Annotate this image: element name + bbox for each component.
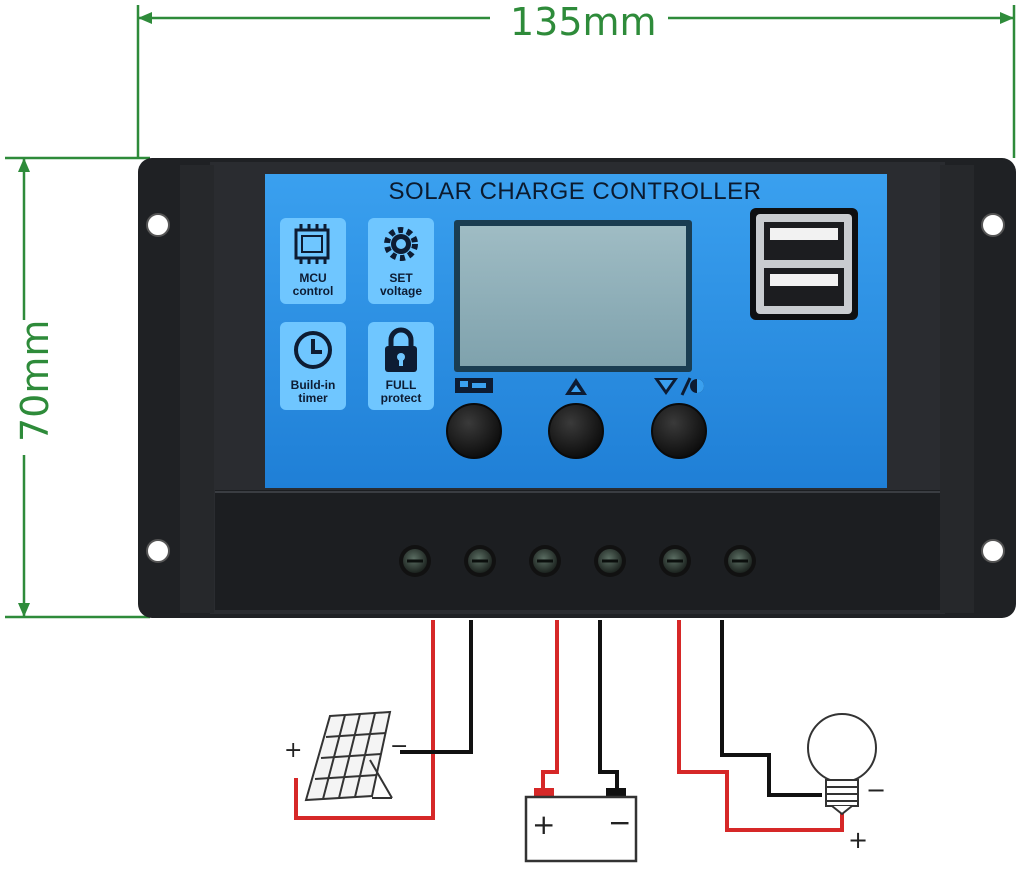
- load-positive-wire: [677, 620, 844, 832]
- solar-positive-wire: [294, 620, 435, 820]
- feature-label-set: SET voltage: [368, 272, 434, 298]
- feature-tile-set: [368, 218, 434, 304]
- feature-line: protect: [380, 391, 422, 405]
- feature-tile-mcu: [280, 218, 346, 304]
- feature-line: Build-in: [290, 378, 336, 392]
- battery-positive-wire: [541, 620, 559, 790]
- usb-port-block: [750, 208, 858, 320]
- height-dimension-label: 70mm: [13, 319, 57, 442]
- feature-line: control: [292, 284, 334, 298]
- clock-icon: [294, 331, 332, 369]
- up-button[interactable]: [548, 403, 604, 459]
- terminal-screw: [529, 545, 561, 577]
- terminal-screw: [594, 545, 626, 577]
- down-arrow-icon: [654, 377, 704, 396]
- menu-button[interactable]: [446, 403, 502, 459]
- solar-minus-sign: −: [390, 734, 409, 759]
- feature-line: FULL: [385, 378, 417, 392]
- height-dimension: [5, 156, 150, 619]
- feature-line: MCU: [299, 271, 327, 285]
- feature-line: timer: [298, 391, 328, 405]
- mounting-hole: [981, 539, 1005, 563]
- width-dimension-label: 135mm: [510, 0, 657, 44]
- usb-port: [764, 268, 844, 306]
- wiring: [294, 620, 844, 832]
- mounting-hole: [146, 213, 170, 237]
- battery-minus-sign: −: [608, 806, 632, 839]
- gear-icon: [384, 227, 418, 261]
- chip-icon: [294, 224, 330, 264]
- feature-tile-protect: [368, 322, 434, 410]
- battery-icon: [524, 788, 638, 863]
- terminal-screw: [724, 545, 756, 577]
- terminal-screw: [659, 545, 691, 577]
- width-dimension: [136, 5, 1016, 158]
- feature-label-mcu: MCU control: [280, 272, 346, 298]
- menu-icon: [455, 378, 493, 393]
- feature-label-protect: FULL protect: [368, 379, 434, 405]
- battery-negative-wire: [598, 620, 619, 790]
- usb-port: [764, 222, 844, 260]
- mounting-hole: [981, 213, 1005, 237]
- terminal-screw: [464, 545, 496, 577]
- down-button[interactable]: [651, 403, 707, 459]
- load-negative-wire: [720, 620, 822, 797]
- solar-plus-sign: +: [284, 738, 303, 763]
- lock-icon: [385, 327, 417, 372]
- feature-label-timer: Build-in timer: [280, 379, 346, 405]
- up-arrow-icon: [565, 378, 587, 395]
- feature-tile-timer: [280, 322, 346, 410]
- feature-line: SET: [389, 271, 413, 285]
- feature-line: voltage: [379, 284, 422, 298]
- load-plus-sign: +: [848, 826, 869, 854]
- terminal-screw: [399, 545, 431, 577]
- solar-negative-wire: [400, 620, 473, 754]
- panel-title: SOLAR CHARGE CONTROLLER: [388, 178, 762, 205]
- mounting-hole: [146, 539, 170, 563]
- load-minus-sign: −: [866, 776, 887, 804]
- terminal-block: [399, 545, 756, 577]
- battery-plus-sign: +: [532, 808, 556, 841]
- lcd-screen: [460, 226, 686, 366]
- light-bulb-icon: [807, 713, 877, 816]
- solar-panel-icon: [304, 710, 393, 802]
